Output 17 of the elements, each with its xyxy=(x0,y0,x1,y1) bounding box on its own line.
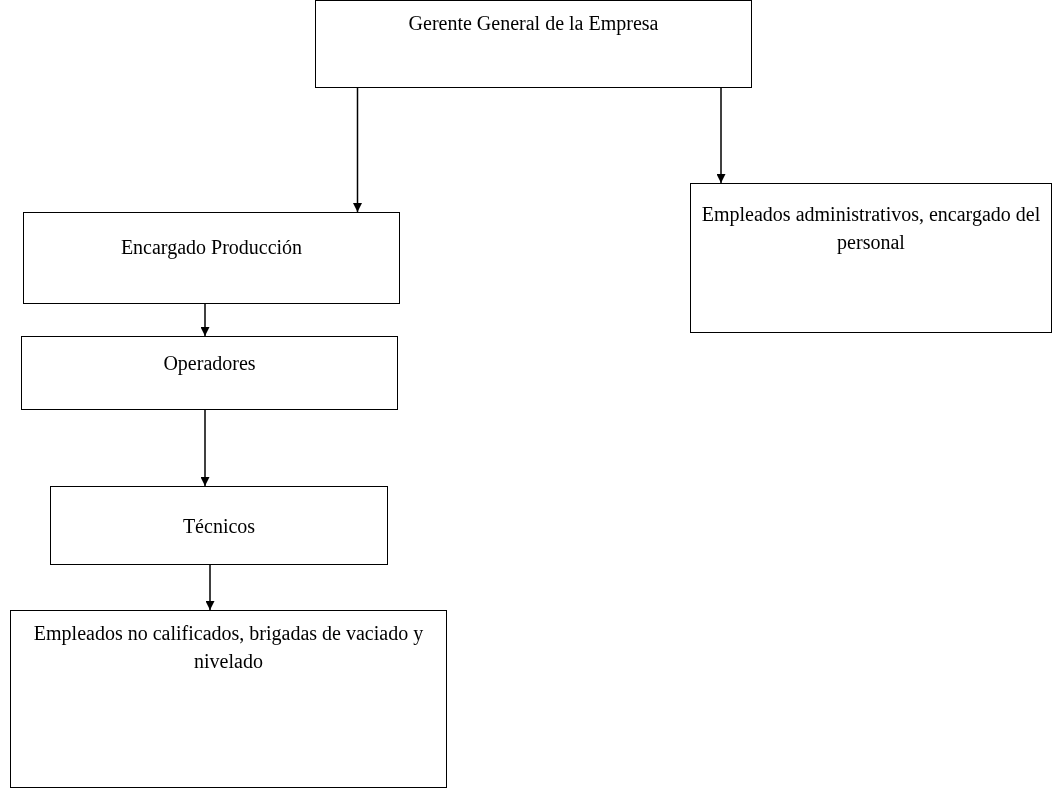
org-box xyxy=(690,183,1052,333)
arrow xyxy=(200,303,210,337)
box-label: Técnicos xyxy=(182,513,256,539)
box-label: Empleados no calificados, brigadas de vaciado y nivelado xyxy=(32,621,425,674)
org-box xyxy=(10,610,447,788)
box-label: Encargado Producción xyxy=(120,235,303,261)
org-box xyxy=(23,212,400,304)
org-box xyxy=(315,0,752,88)
org-box xyxy=(50,486,388,565)
box-label: Operadores xyxy=(163,351,256,377)
box-label: Empleados administrativos, encargado del personal xyxy=(700,202,1042,256)
arrow xyxy=(716,87,726,184)
arrow xyxy=(205,564,215,611)
org-box xyxy=(21,336,398,410)
arrow xyxy=(353,87,362,213)
arrow xyxy=(200,409,210,487)
box-label: Gerente General de la Empresa xyxy=(408,11,659,37)
